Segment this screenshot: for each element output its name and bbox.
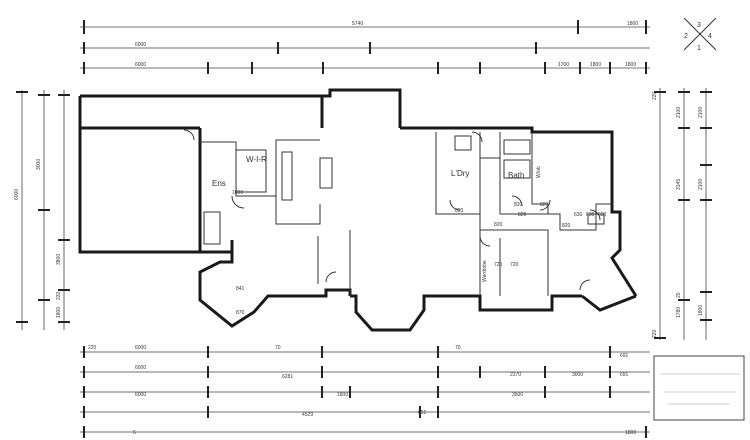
door-tag-11: 841 — [236, 286, 245, 292]
interior-walls — [200, 132, 612, 296]
door-swings — [183, 129, 601, 291]
dim-left-e: 1800 — [56, 307, 62, 318]
door-tag-14: 720 — [510, 262, 519, 268]
dim-bottom-r2-d: 3000 — [572, 372, 583, 378]
dim-right-i: 220 — [652, 329, 658, 338]
dim-bottom-r1-c: 70 — [275, 345, 281, 351]
room-label-wob: W/ob — [536, 166, 542, 178]
room-label-bath: Bath — [508, 171, 524, 180]
door-tag-7: 630 — [574, 212, 583, 218]
dim-bottom-r3-a: 6000 — [135, 392, 146, 398]
dim-top-overall: 5740 — [352, 21, 363, 27]
door-tag-1: 1000 — [232, 190, 243, 196]
dim-left-b: 3000 — [36, 159, 42, 170]
dim-bottom-r2-c: 2270 — [510, 372, 521, 378]
door-tag-5: 820 — [540, 202, 549, 208]
door-tag-2: 820 — [455, 208, 464, 214]
dim-bottom-r1-d: 70 — [455, 345, 461, 351]
dim-left-c: 3800 — [56, 254, 62, 265]
dim-right-a: 220 — [652, 91, 658, 100]
room-labels: Ens W-I-R L'Dry Bath W/ob Wardrobe — [212, 155, 542, 282]
dim-bottom-r4-a: 4529 — [302, 412, 313, 418]
dim-left-a: 6000 — [14, 189, 20, 200]
room-label-wardrobe: Wardrobe — [482, 260, 488, 282]
dim-right-g: 20 — [676, 292, 682, 298]
top-dimension-lines: 5740 1800 6000 6000 1700 1800 1800 — [80, 20, 650, 74]
door-tag-8: 630 — [586, 212, 595, 218]
door-size-tags: 1000 820 820 820 820 820 630 630 630 820… — [232, 190, 607, 316]
dim-left-d: 220 — [56, 291, 62, 300]
dim-bottom-r4-b: 651 — [418, 410, 427, 416]
dim-top-row3-c: 1800 — [590, 62, 601, 68]
dim-bottom-r1-a: 220 — [88, 345, 97, 351]
door-tag-9: 630 — [598, 212, 607, 218]
compass-label-top: 3 — [697, 22, 701, 29]
dim-bottom-r5-a: 6 — [133, 430, 136, 436]
dim-top-row3-b: 1700 — [558, 62, 569, 68]
compass-label-right: 4 — [708, 33, 712, 40]
dim-top-row3-d: 1800 — [625, 62, 636, 68]
dim-bottom-r1-e: 691 — [620, 353, 629, 359]
dim-right-h: 1800 — [698, 305, 704, 316]
dim-bottom-r2-e: 691 — [620, 372, 629, 378]
dim-bottom-r3-c: 3500 — [512, 392, 523, 398]
room-label-ens: Ens — [212, 179, 226, 188]
door-tag-6: 820 — [562, 223, 571, 229]
door-tag-12: 870 — [236, 310, 245, 316]
door-tag-13: 720 — [494, 262, 503, 268]
bottom-dimension-lines: 220 6000 70 70 691 6000 6281 2270 3000 6… — [80, 345, 650, 438]
dim-right-d: 3145 — [676, 179, 682, 190]
dim-bottom-r5-b: 1800 — [625, 430, 636, 436]
dim-right-b: 2100 — [676, 107, 682, 118]
dim-top-row2: 6000 — [135, 42, 146, 48]
room-label-ldry: L'Dry — [451, 169, 469, 178]
dim-top-row3-a: 6000 — [135, 62, 146, 68]
left-dimension-lines: 6000 3000 3800 220 1800 — [14, 90, 70, 330]
dim-right-c: 2100 — [698, 107, 704, 118]
right-dimension-lines: 220 2100 2100 3145 2100 1780 20 1800 220 — [652, 88, 712, 340]
door-tag-10: 820 — [518, 212, 527, 218]
door-tag-4: 820 — [514, 202, 523, 208]
compass-label-left: 2 — [684, 33, 688, 40]
title-block — [653, 355, 745, 421]
compass-icon: 3 2 4 1 — [683, 17, 717, 52]
dim-bottom-r2-b: 6281 — [282, 374, 293, 380]
dim-right-f: 1780 — [676, 307, 682, 318]
dim-right-e: 2100 — [698, 179, 704, 190]
dim-bottom-r1-b: 6000 — [135, 345, 146, 351]
exterior-walls — [78, 88, 638, 332]
dim-bottom-r2-a: 6000 — [135, 365, 146, 371]
room-label-wir: W-I-R — [246, 155, 267, 164]
dim-bottom-r3-b: 1800 — [337, 392, 348, 398]
compass-label-bottom: 1 — [697, 45, 701, 52]
dim-top-right: 1800 — [627, 21, 638, 27]
door-tag-3: 820 — [494, 222, 503, 228]
